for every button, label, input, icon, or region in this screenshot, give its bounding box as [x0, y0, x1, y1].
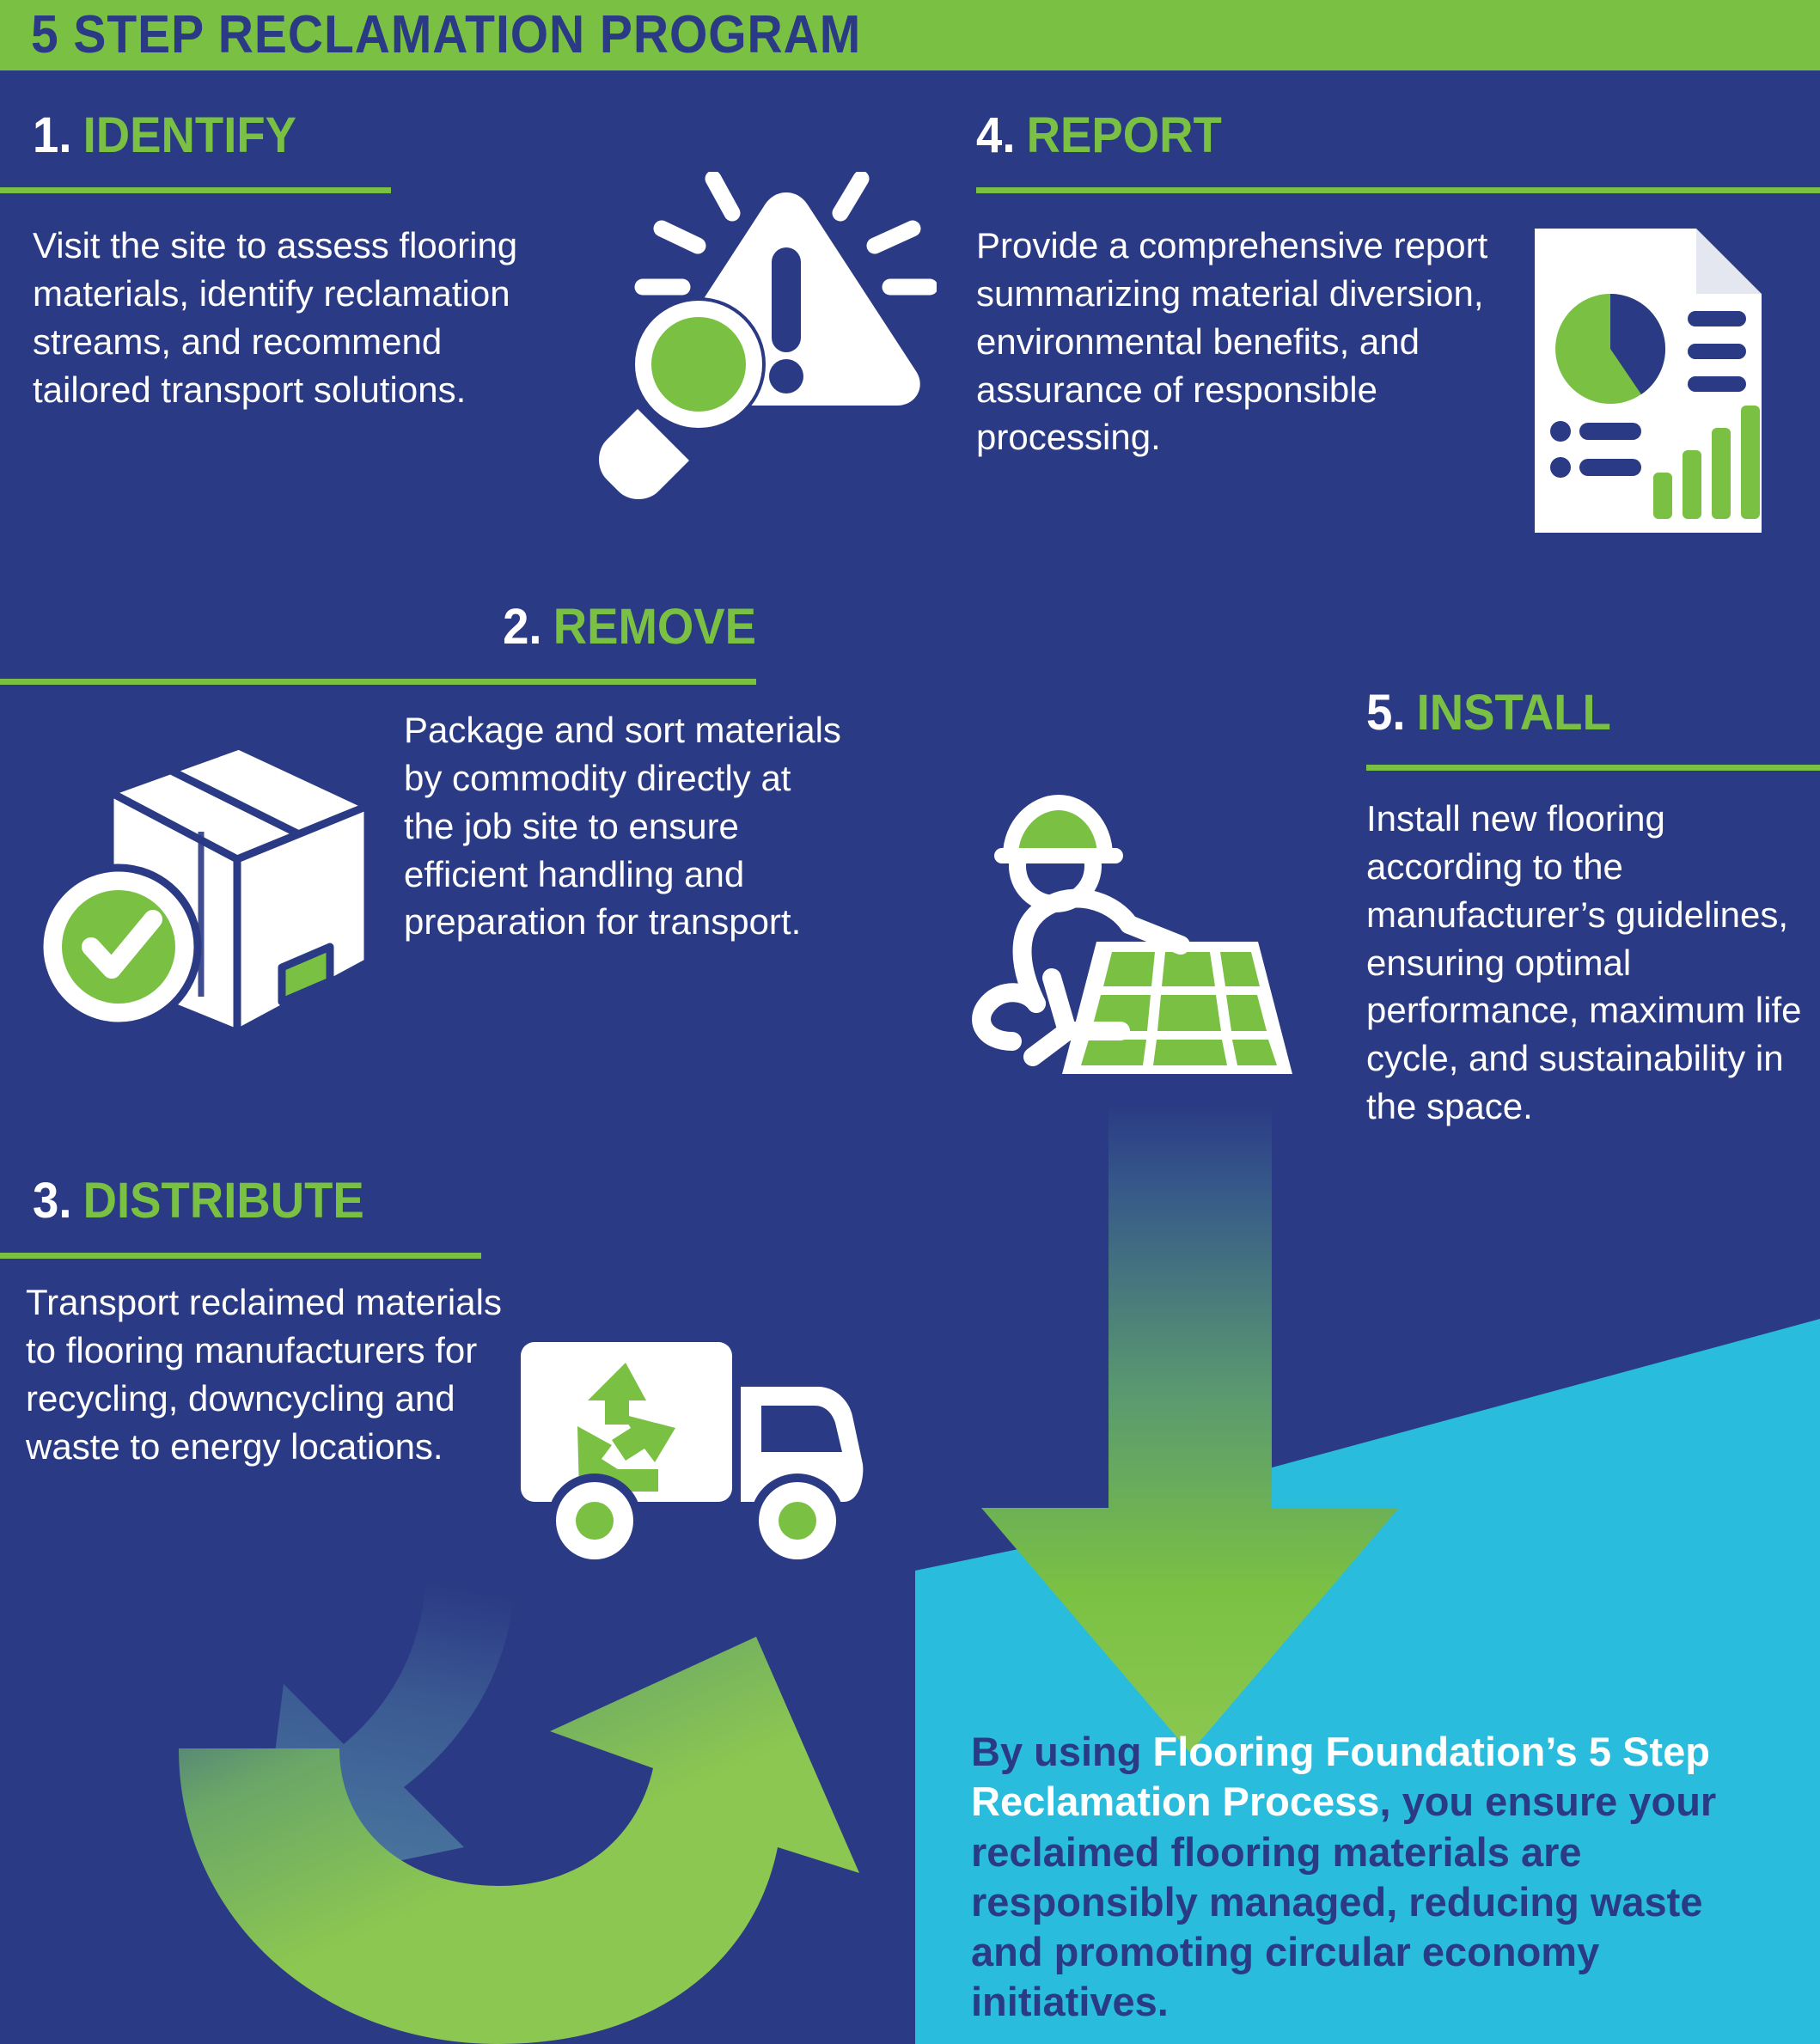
- package-box-check-icon: [35, 741, 372, 1037]
- header-band: 5 STEP RECLAMATION PROGRAM: [0, 0, 1820, 70]
- step-block-install: 5. INSTALL: [1366, 687, 1805, 738]
- pie-chart-icon: [1555, 294, 1666, 404]
- step-heading-remove: 2. REMOVE: [46, 601, 756, 652]
- step-number-3: 3.: [33, 1173, 72, 1229]
- step-body-report: Provide a comprehensive report summarizi…: [976, 225, 1488, 458]
- step-body-remove: Package and sort materials by commodity …: [404, 710, 841, 943]
- callout-tail: , you ensure your reclaimed flooring mat…: [971, 1779, 1717, 2025]
- checkmark-icon: [82, 910, 162, 979]
- step-block-distribute: 3. DISTRIBUTE: [33, 1175, 617, 1226]
- hard-hat-icon: [1003, 795, 1113, 863]
- installer-worker-tiles-icon: [972, 795, 1292, 1074]
- step-rule-remove: [0, 679, 756, 685]
- step-label-remove: REMOVE: [553, 599, 756, 655]
- exclamation-dot-icon: [769, 359, 803, 394]
- worker-head-icon: [994, 795, 1123, 912]
- bar-chart-icon: [1653, 406, 1760, 519]
- document-bullet-rows-icon: [1550, 421, 1641, 478]
- magnifier-warning-icon: [599, 172, 937, 499]
- step-heading-install: 5. INSTALL: [1366, 687, 1778, 738]
- page-title: 5 STEP RECLAMATION PROGRAM: [31, 5, 862, 64]
- step-number-2: 2.: [503, 599, 542, 655]
- step-heading-report: 4. REPORT: [976, 110, 1751, 161]
- callout-text: By using Flooring Foundation’s 5 Step Re…: [971, 1727, 1770, 2028]
- magnifier-lens-icon: [651, 317, 746, 412]
- step-rule-distribute: [0, 1253, 481, 1259]
- floor-tiles-icon: [1062, 942, 1292, 1074]
- step-label-identify: IDENTIFY: [82, 107, 297, 163]
- step-number-1: 1.: [33, 107, 72, 163]
- step-heading-identify: 1. IDENTIFY: [33, 110, 565, 161]
- recycling-truck-icon: [521, 1342, 864, 1568]
- box-3d-icon: [106, 741, 372, 1037]
- document-legend-lines-icon: [1688, 311, 1746, 392]
- step-body-identify: Visit the site to assess flooring materi…: [33, 225, 518, 410]
- step-block-remove: 2. REMOVE: [0, 601, 756, 652]
- step-block-identify: 1. IDENTIFY: [33, 110, 600, 161]
- report-document-icon: [1535, 229, 1762, 533]
- magnifier-handle-icon: [599, 409, 689, 499]
- warning-rays-icon: [634, 172, 937, 296]
- step-label-report: REPORT: [1026, 107, 1222, 163]
- callout-lead: By using: [971, 1729, 1153, 1774]
- step-number-5: 5.: [1366, 685, 1406, 741]
- exclamation-bar-icon: [772, 247, 801, 352]
- curved-loop-arrow-icon: [179, 1637, 859, 2044]
- step-body-install: Install new flooring according to the ma…: [1366, 798, 1802, 1127]
- step-block-report: 4. REPORT: [976, 110, 1801, 161]
- step-rule-report: [976, 187, 1820, 193]
- cab-window-icon: [761, 1406, 842, 1452]
- check-badge-icon: [35, 863, 202, 1030]
- step-rule-install: [1366, 765, 1820, 771]
- truck-wheels-icon: [547, 1474, 845, 1568]
- step-number-4: 4.: [976, 107, 1016, 163]
- step-label-install: INSTALL: [1416, 685, 1611, 741]
- callout-highlight: Flooring Foundation’s 5 Step Reclamation…: [971, 1729, 1710, 1825]
- step-label-distribute: DISTRIBUTE: [82, 1173, 364, 1229]
- step-body-distribute: Transport reclaimed materials to floorin…: [26, 1282, 502, 1467]
- step-rule-identify: [0, 187, 391, 193]
- step-heading-distribute: 3. DISTRIBUTE: [33, 1175, 582, 1226]
- down-arrow-icon: [981, 1104, 1399, 1753]
- faded-down-left-arrow-icon: [258, 1564, 516, 1890]
- document-fold-icon: [1696, 229, 1762, 294]
